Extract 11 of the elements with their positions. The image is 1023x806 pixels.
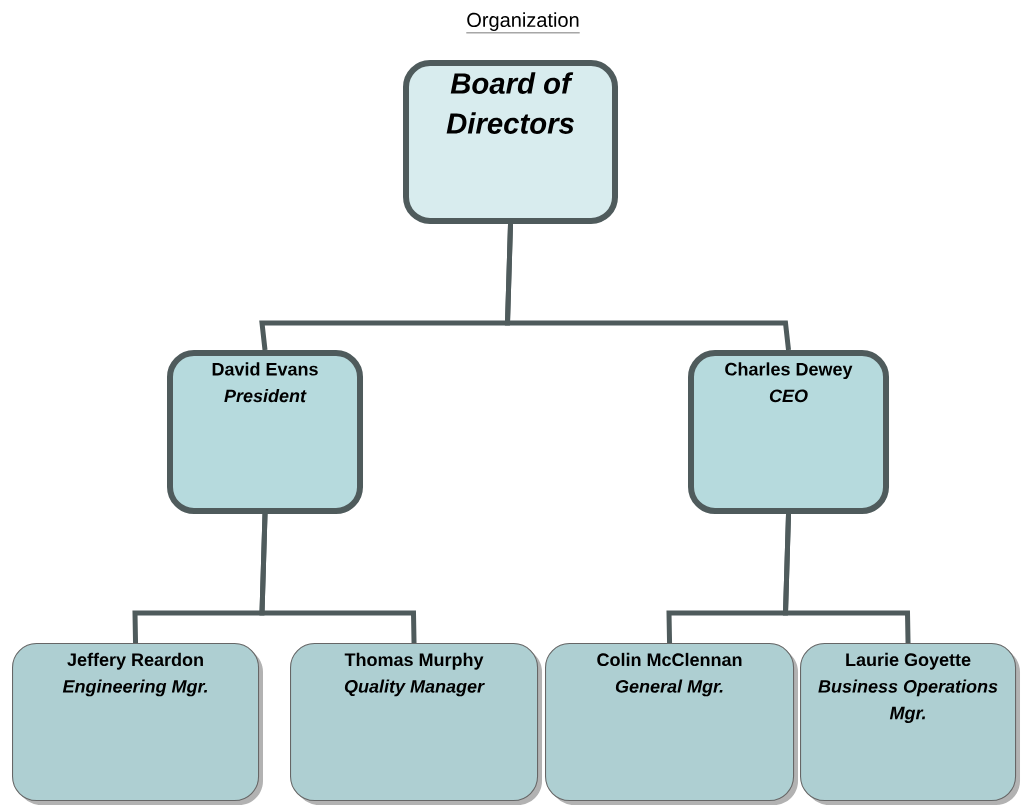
person-box: David Evans President [167,350,363,514]
connector [782,513,911,644]
person-box: Jeffery Reardon Engineering Mgr. [12,643,263,805]
person-box: Charles Dewey CEO [688,350,889,514]
connector [504,223,791,351]
person-box: Colin McClennan General Mgr. [545,643,798,805]
connector [259,513,417,644]
person-box: Board of Directors [403,60,618,224]
title: Organization [466,12,580,34]
person-box: Laurie Goyette Business Operations Mgr. [800,643,1020,805]
person-box: Thomas Murphy Quality Manager [290,643,542,805]
